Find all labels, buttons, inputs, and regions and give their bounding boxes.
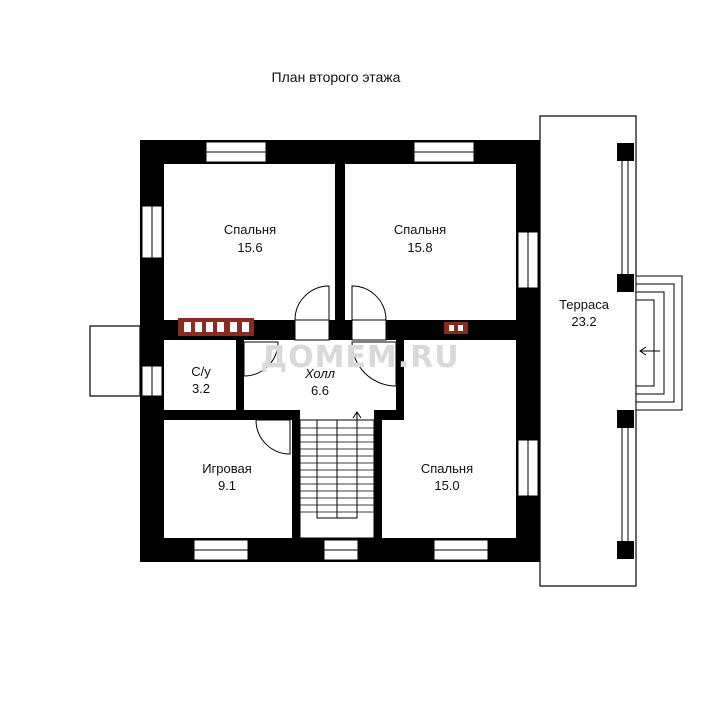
terrace-railing (621, 161, 629, 541)
room-name-playroom: Игровая (202, 461, 252, 476)
watermark: ДОМЕМ.RU (260, 340, 459, 375)
room-name-bedroom-ne: Спальня (394, 222, 446, 237)
door-openings (294, 319, 387, 341)
chimney-block-west (178, 318, 254, 336)
terrace-outline (539, 115, 637, 587)
room-area-playroom: 9.1 (218, 478, 236, 493)
room-area-terrace: 23.2 (571, 314, 596, 329)
room-name-bedroom-nw: Спальня (224, 222, 276, 237)
door-bedroom-ne (351, 285, 387, 321)
side-annex (89, 325, 141, 397)
stair-steps (300, 427, 374, 513)
stair-direction-arrow (352, 411, 362, 440)
room-area-bedroom-se: 15.0 (434, 478, 459, 493)
staircase (299, 419, 375, 539)
door-bedroom-se (351, 341, 397, 387)
room-area-bedroom-nw: 15.6 (237, 240, 262, 255)
room-name-hall: Холл (304, 366, 336, 381)
terrace-columns (617, 143, 634, 559)
room-area-bathroom: 3.2 (192, 381, 210, 396)
terrace-entry-arrow (639, 346, 660, 356)
door-playroom (255, 419, 291, 455)
door-bathroom (243, 341, 279, 377)
plan-title: План второго этажа (272, 69, 401, 85)
room-area-hall: 6.6 (311, 383, 329, 398)
terrace-steps (635, 275, 683, 411)
room-name-terrace: Терраса (559, 297, 610, 312)
door-bedroom-nw (294, 285, 330, 321)
windows (141, 141, 539, 561)
door-swings (243, 285, 397, 455)
room-name-bedroom-se: Спальня (421, 461, 473, 476)
chimney-block-east (444, 322, 468, 334)
room-name-bathroom: С/у (191, 364, 211, 379)
room-area-bedroom-ne: 15.8 (407, 240, 432, 255)
